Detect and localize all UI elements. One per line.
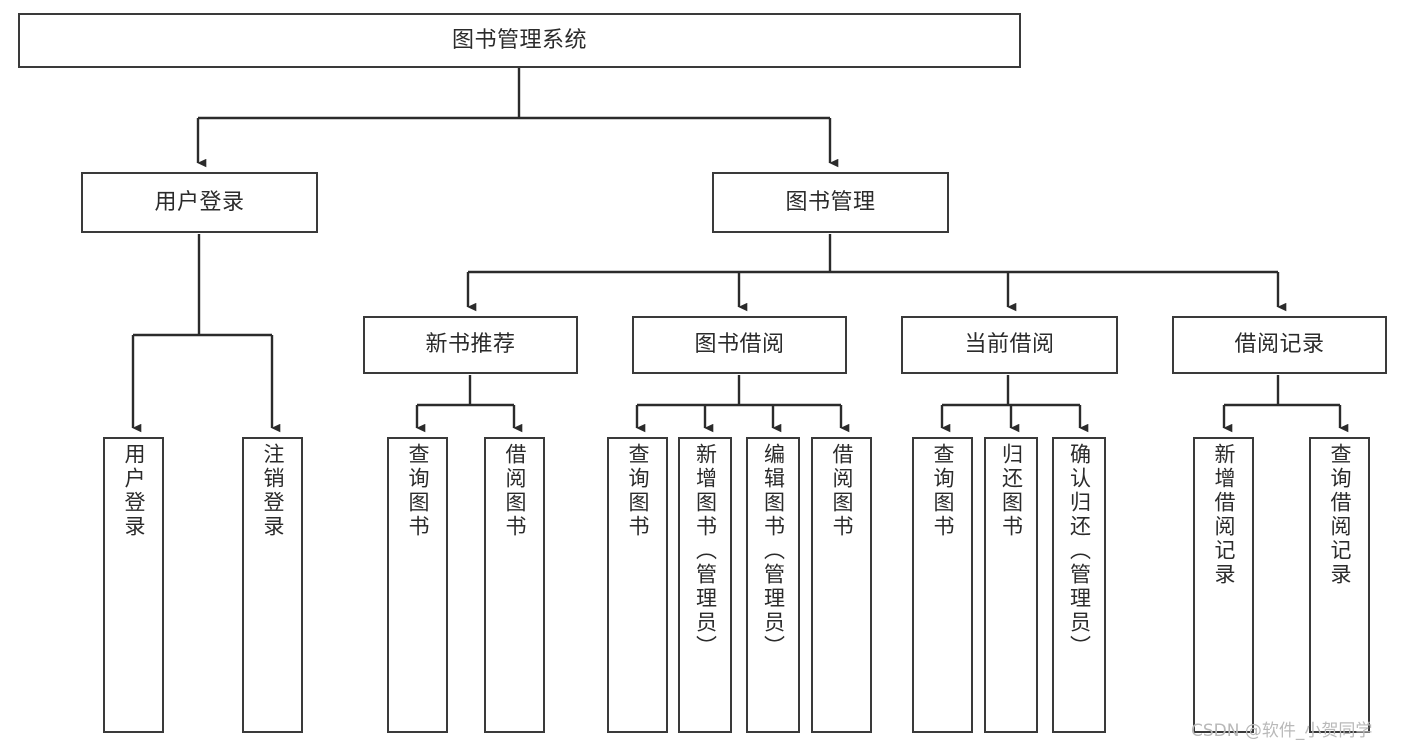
node-leaf-borrow-book[interactable]: 借阅图书 [811,437,872,733]
node-label: 借阅图书 [503,443,527,539]
node-label: 查询借阅记录 [1328,443,1352,587]
node-label: 当前借阅 [964,332,1055,358]
node-book-borrow[interactable]: 图书借阅 [632,316,847,374]
node-leaf-add-borrow-record[interactable]: 新增借阅记录 [1193,437,1254,733]
node-label: 查询图书 [931,443,955,539]
node-label: 注销登录 [261,443,285,539]
node-label: 查询图书 [626,443,650,539]
node-label: 用户登录 [154,189,245,215]
node-current-borrow[interactable]: 当前借阅 [901,316,1118,374]
node-leaf-add-book-admin[interactable]: 新增图书（管理员） [678,437,732,733]
node-leaf-query-borrow-record[interactable]: 查询借阅记录 [1309,437,1370,733]
node-label: 借阅图书 [830,443,854,539]
node-label: 借阅记录 [1234,332,1325,358]
node-label: 确认归还（管理员） [1067,443,1092,659]
node-label: 归还图书 [999,443,1024,539]
node-label: 编辑图书（管理员） [761,443,786,659]
node-leaf-query-book-recommend[interactable]: 查询图书 [387,437,448,733]
node-leaf-logout[interactable]: 注销登录 [242,437,303,733]
node-leaf-confirm-return-admin[interactable]: 确认归还（管理员） [1052,437,1106,733]
node-leaf-user-login[interactable]: 用户登录 [103,437,164,733]
node-label: 新书推荐 [425,332,516,358]
node-leaf-query-book-borrow[interactable]: 查询图书 [607,437,668,733]
node-label: 图书借阅 [694,332,785,358]
node-label: 图书管理 [785,189,876,215]
node-leaf-query-book-current[interactable]: 查询图书 [912,437,973,733]
node-label: 新增借阅记录 [1212,443,1236,587]
node-label: 图书管理系统 [451,27,587,53]
node-user-login[interactable]: 用户登录 [81,172,318,233]
node-label: 用户登录 [122,443,146,539]
node-new-book-recommend[interactable]: 新书推荐 [363,316,578,374]
node-borrow-record[interactable]: 借阅记录 [1172,316,1387,374]
node-book-management[interactable]: 图书管理 [712,172,949,233]
node-root-book-management-system[interactable]: 图书管理系统 [18,13,1021,68]
node-label: 查询图书 [406,443,430,539]
node-leaf-return-book[interactable]: 归还图书 [984,437,1038,733]
node-leaf-edit-book-admin[interactable]: 编辑图书（管理员） [746,437,800,733]
node-label: 新增图书（管理员） [693,443,718,659]
node-leaf-borrow-book-recommend[interactable]: 借阅图书 [484,437,545,733]
